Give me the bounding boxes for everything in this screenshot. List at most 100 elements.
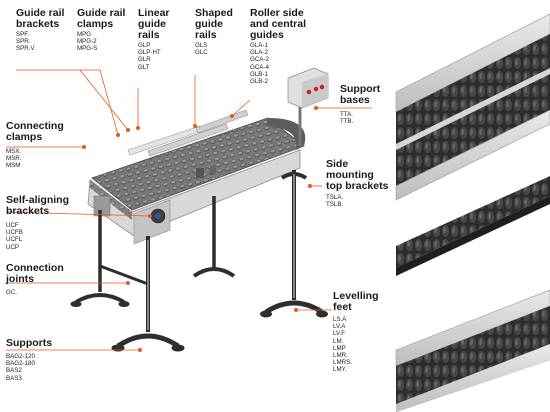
title-line: joints xyxy=(6,273,34,285)
title-line: Connecting xyxy=(6,120,64,132)
callout-title: Guide rail brackets xyxy=(16,8,64,30)
callout-guide-rail-clamps: Guide rail clamps MPG MPG-2 MPG-S xyxy=(77,8,125,53)
code: LMY. xyxy=(333,366,347,374)
callout-codes: GLP GLP-HT GLR GLT xyxy=(138,42,170,71)
code: MPG-2 xyxy=(77,38,97,46)
code: LS.A xyxy=(333,316,347,323)
callout-title: Roller side and central guides xyxy=(250,8,306,41)
code: GLP xyxy=(138,42,151,49)
title-line: Self-aligning xyxy=(6,194,69,206)
code: BAS3 xyxy=(6,374,22,382)
callout-codes: TSLA. TSLB. xyxy=(326,194,388,208)
title-line: guide xyxy=(195,18,223,30)
title-line: rails xyxy=(138,29,160,41)
code: GC. xyxy=(6,289,18,296)
callout-title: Supports xyxy=(6,338,52,349)
callout-title: Support bases xyxy=(340,84,380,106)
title-line: Supports xyxy=(6,337,53,349)
title-line: Guide rail xyxy=(77,7,126,19)
callout-codes: MPG MPG-2 MPG-S xyxy=(77,31,125,53)
title-line: guides xyxy=(250,29,284,41)
leader-dots xyxy=(82,106,318,352)
title-line: and central xyxy=(250,18,307,30)
callout-title: Connection joints xyxy=(6,263,64,285)
control-box xyxy=(287,67,329,146)
title-line: Guide rail xyxy=(16,7,65,19)
code: UCF xyxy=(6,222,19,229)
code: SPF. xyxy=(16,31,30,38)
code: GLS xyxy=(195,42,208,49)
code: GLB-2 xyxy=(250,78,268,86)
code: UCP xyxy=(6,243,20,251)
code: LMP xyxy=(333,344,346,352)
title-line: brackets xyxy=(16,18,60,30)
title-line: top brackets xyxy=(326,180,389,192)
callout-title: Connecting clamps xyxy=(6,121,64,143)
code: MSR. xyxy=(6,155,22,163)
code: TTA. xyxy=(340,111,353,118)
callout-title: Side mounting top brackets xyxy=(326,159,388,192)
code: LM. xyxy=(333,337,344,345)
callout-codes: LS.A LV.A LV.F LM. LMP LMR. LMRS. LMY. xyxy=(333,316,379,374)
title-line: feet xyxy=(333,301,352,313)
product-sample-middle xyxy=(396,176,550,276)
code: BAG2-180 xyxy=(6,360,35,368)
code: GLC xyxy=(195,49,208,57)
code: UCFB xyxy=(6,229,23,237)
code: GCA-2 xyxy=(250,56,269,64)
callout-codes: TTA. TTB. xyxy=(340,111,380,125)
title-line: Roller side xyxy=(250,7,304,19)
callout-codes: BAG2-120 BAG2-180 BAS2 BAS3 xyxy=(6,353,52,382)
code: UCFL xyxy=(6,236,23,244)
title-line: brackets xyxy=(6,205,50,217)
code: MSM xyxy=(6,162,21,170)
product-sample-bottom xyxy=(395,289,550,412)
callout-codes: UCF UCFB UCFL UCP xyxy=(6,222,69,251)
callout-codes: GLA-1 GLA-2 GCA-2 GCA-4 GLB-1 GLB-2 xyxy=(250,42,306,85)
code: GLB-1 xyxy=(250,70,268,78)
code: GLA-2 xyxy=(250,49,268,57)
code: LV.F xyxy=(333,330,346,338)
code: SPR. xyxy=(16,38,31,46)
product-sample-top xyxy=(395,13,550,201)
title-line: bases xyxy=(340,94,370,106)
callout-connecting-clamps: Connecting clamps MSX. MSR. MSM xyxy=(6,121,64,170)
callout-supports: Supports BAG2-120 BAG2-180 BAS2 BAS3 xyxy=(6,338,52,382)
code: TSLA. xyxy=(326,194,344,201)
code: GLA-1 xyxy=(250,42,268,49)
callout-codes: MSX. MSR. MSM xyxy=(6,148,64,170)
title-line: Linear xyxy=(138,7,170,19)
code: MSX. xyxy=(6,148,22,155)
conveyor-machine xyxy=(70,67,329,352)
title-line: Shaped xyxy=(195,7,233,19)
callout-roller-side-central-guides: Roller side and central guides GLA-1 GLA… xyxy=(250,8,306,86)
callout-guide-rail-brackets: Guide rail brackets SPF. SPR. SPR.V xyxy=(16,8,64,53)
code: GCA-4 xyxy=(250,63,269,71)
code: GLT xyxy=(138,63,150,71)
code: GLR xyxy=(138,56,151,64)
title-line: rails xyxy=(195,29,217,41)
title-line: clamps xyxy=(6,131,43,143)
code: LMRS. xyxy=(333,359,352,367)
title-line: mounting xyxy=(326,169,374,181)
guide-rail-strips xyxy=(127,109,249,157)
leader-lines xyxy=(5,69,372,351)
callout-shaped-guide-rails: Shaped guide rails GLS GLC xyxy=(195,8,233,57)
callout-title: Linear guide rails xyxy=(138,8,170,41)
title-line: guide xyxy=(138,18,166,30)
callout-connection-joints: Connection joints GC. xyxy=(6,263,64,297)
callout-title: Shaped guide rails xyxy=(195,8,233,41)
callout-self-aligning-brackets: Self-aligning brackets UCF UCFB UCFL UCP xyxy=(6,195,69,251)
callout-linear-guide-rails: Linear guide rails GLP GLP-HT GLR GLT xyxy=(138,8,170,71)
title-line: Support xyxy=(340,83,381,95)
code: TSLB. xyxy=(326,201,344,209)
code: LV.A xyxy=(333,323,346,331)
code: LMR. xyxy=(333,352,348,360)
callout-codes: GC. xyxy=(6,289,64,296)
callout-title: Guide rail clamps xyxy=(77,8,125,30)
title-line: Levelling xyxy=(333,290,379,302)
code: TTB. xyxy=(340,118,354,126)
code: BAS2 xyxy=(6,367,22,375)
callout-support-bases: Support bases TTA. TTB. xyxy=(340,84,380,126)
